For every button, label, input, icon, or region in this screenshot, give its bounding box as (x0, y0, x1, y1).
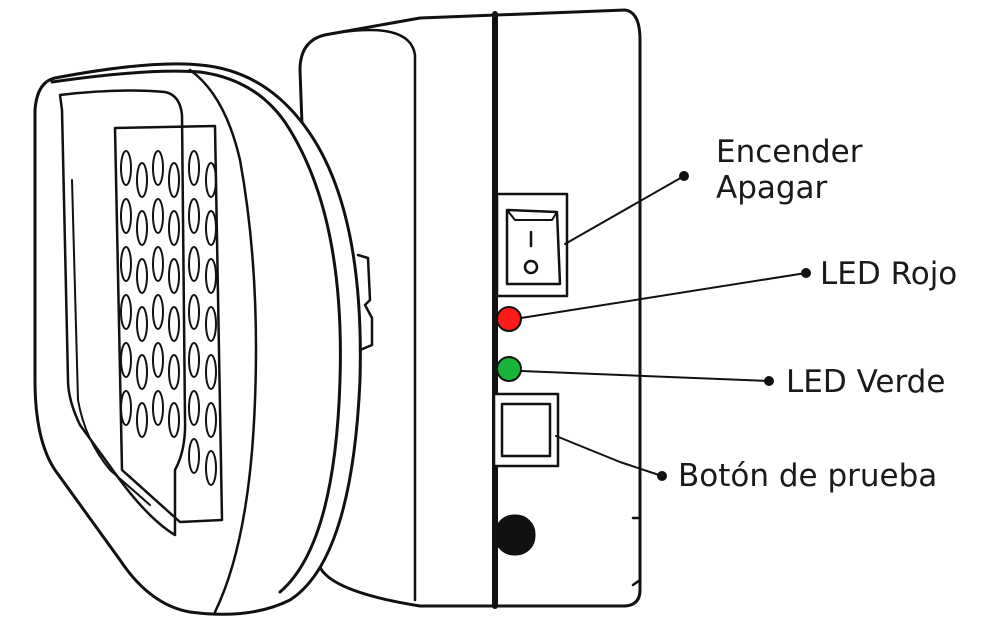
power-leader (564, 175, 685, 245)
led-dot (152, 390, 164, 426)
led-dot (152, 294, 164, 330)
led-dot (168, 258, 180, 294)
lamp-head-rim-inner (188, 68, 258, 614)
led-dot (120, 342, 132, 378)
led-dot (120, 150, 132, 186)
lamp-head-outer (33, 62, 362, 616)
red-led-leader-dot (801, 268, 811, 278)
power-label-line1: Encender (716, 134, 863, 170)
power-off-mark (523, 259, 539, 275)
led-dot (152, 246, 164, 282)
side-tab (631, 516, 642, 587)
test-button-housing[interactable] (492, 392, 560, 468)
led-dot (205, 210, 217, 246)
led-dot (205, 354, 217, 390)
led-dot (188, 246, 200, 282)
led-dot (152, 150, 164, 186)
hinge-clip (356, 253, 374, 352)
led-dot (205, 162, 217, 198)
led-dot (120, 294, 132, 330)
led-dot (205, 402, 217, 438)
green-led-label: LED Verde (786, 364, 946, 400)
housing-front-face (328, 28, 417, 602)
power-leader-dot (679, 171, 689, 181)
led-dot (168, 402, 180, 438)
led-dot (205, 450, 217, 486)
power-label-line2: Apagar (716, 170, 828, 206)
test-button-leader (555, 435, 663, 477)
led-dot (168, 162, 180, 198)
led-dot (152, 198, 164, 234)
led-array (120, 150, 217, 486)
led-dot (168, 210, 180, 246)
test-button-leader-dot (657, 471, 667, 481)
red-led-label: LED Rojo (820, 256, 958, 292)
green-led-leader (520, 370, 770, 382)
led-dot (205, 258, 217, 294)
lamp-lens-frame (58, 89, 187, 537)
led-dot (188, 150, 200, 186)
led-dot (205, 306, 217, 342)
led-dot (188, 294, 200, 330)
test-button[interactable] (500, 402, 552, 458)
led-dot (168, 354, 180, 390)
test-button-label: Botón de prueba (678, 458, 938, 494)
led-dot (188, 438, 200, 474)
led-dot (120, 246, 132, 282)
lamp-lens-inner (71, 179, 151, 506)
led-dot (136, 306, 148, 342)
led-dot (152, 342, 164, 378)
led-dot (188, 390, 200, 426)
power-label: Encender Apagar (716, 134, 863, 206)
led-dot (120, 390, 132, 426)
led-dot (136, 210, 148, 246)
green-led (496, 356, 522, 382)
charging-port (494, 514, 536, 556)
led-dot (168, 306, 180, 342)
red-led-leader (520, 272, 807, 319)
led-dot (136, 162, 148, 198)
red-led (496, 306, 522, 332)
led-dot (136, 258, 148, 294)
lamp-head-rim (50, 69, 342, 594)
led-dot (136, 402, 148, 438)
led-dot (120, 198, 132, 234)
power-switch-rocker[interactable] (505, 208, 562, 286)
green-led-leader-dot (764, 376, 774, 386)
led-dot (136, 354, 148, 390)
led-dot (188, 342, 200, 378)
led-dot (188, 198, 200, 234)
